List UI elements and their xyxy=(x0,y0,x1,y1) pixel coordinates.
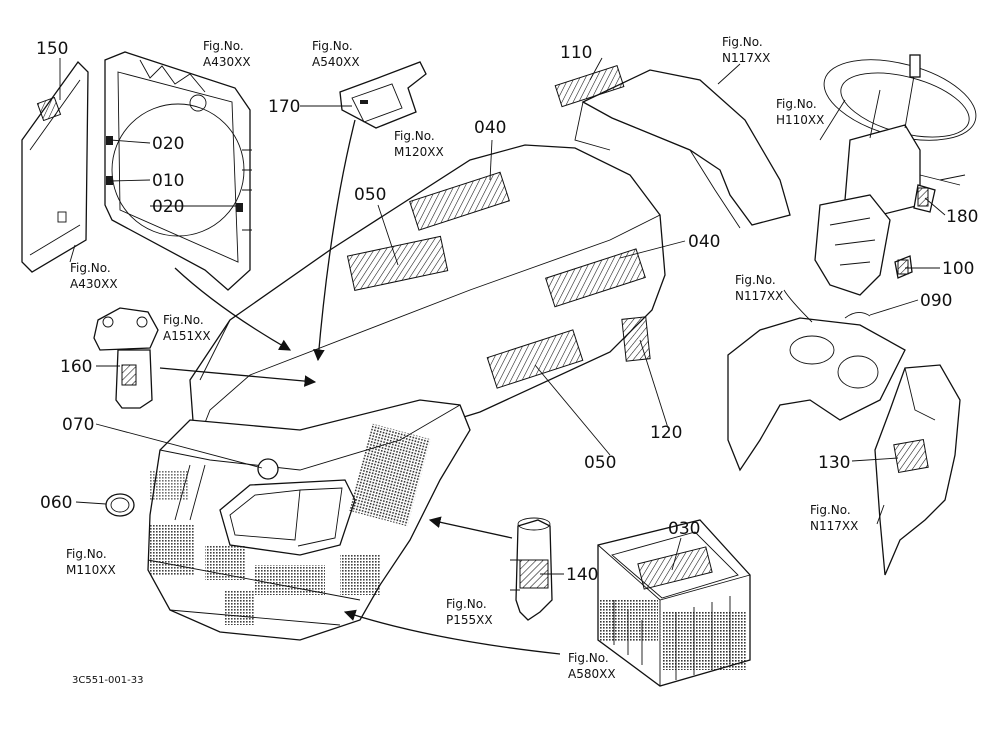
steering-column xyxy=(814,54,977,296)
svg-text:Fig.No.: Fig.No. xyxy=(722,35,763,49)
upper-side-cover xyxy=(554,65,791,229)
svg-text:N117XX: N117XX xyxy=(810,519,858,533)
callout-120: 120 xyxy=(650,423,682,443)
svg-text:M110XX: M110XX xyxy=(66,563,116,577)
figref-m110: Fig.No. M110XX xyxy=(66,547,116,577)
callout-140: 140 xyxy=(566,565,598,585)
svg-text:Fig.No.: Fig.No. xyxy=(568,651,609,665)
figref-a430-left: Fig.No. A430XX xyxy=(70,261,118,291)
callout-040-lower: 040 xyxy=(688,232,720,252)
svg-text:Fig.No.: Fig.No. xyxy=(735,273,776,287)
svg-text:Fig.No.: Fig.No. xyxy=(66,547,107,561)
callout-030: 030 xyxy=(668,519,700,539)
figref-m120: Fig.No. M120XX xyxy=(394,129,444,159)
svg-text:Fig.No.: Fig.No. xyxy=(394,129,435,143)
figref-h110: Fig.No. H110XX xyxy=(776,97,824,127)
callout-010: 010 xyxy=(152,171,184,191)
figref-n117-bottom: Fig.No. N117XX xyxy=(810,503,858,533)
figref-n117-mid: Fig.No. N117XX xyxy=(735,273,783,303)
svg-text:N117XX: N117XX xyxy=(722,51,770,65)
figref-p155: Fig.No. P155XX xyxy=(446,597,493,627)
battery-bracket xyxy=(339,61,427,129)
svg-text:Fig.No.: Fig.No. xyxy=(312,39,353,53)
callout-180: 180 xyxy=(946,207,978,227)
svg-text:Fig.No.: Fig.No. xyxy=(776,97,817,111)
svg-text:N117XX: N117XX xyxy=(735,289,783,303)
dash-panel xyxy=(727,312,906,472)
callout-020-upper: 020 xyxy=(152,134,184,154)
callout-050-lower: 050 xyxy=(584,453,616,473)
svg-text:Fig.No.: Fig.No. xyxy=(203,39,244,53)
svg-text:Fig.No.: Fig.No. xyxy=(810,503,851,517)
fuel-filter xyxy=(93,307,159,409)
callout-020-lower: 020 xyxy=(152,197,184,217)
svg-text:A430XX: A430XX xyxy=(203,55,251,69)
callout-040-upper: 040 xyxy=(474,118,506,138)
svg-text:Fig.No.: Fig.No. xyxy=(163,313,204,327)
battery xyxy=(597,519,751,687)
radiator-side-panel xyxy=(21,60,89,273)
figref-a540: Fig.No. A540XX xyxy=(312,39,360,69)
callout-100: 100 xyxy=(942,259,974,279)
callout-110: 110 xyxy=(560,43,592,63)
radiator-frame xyxy=(104,51,252,291)
cylinder-part xyxy=(510,517,553,621)
callout-160: 160 xyxy=(60,357,92,377)
drawing-code: 3C551-001-33 xyxy=(72,675,143,686)
callout-060: 060 xyxy=(40,493,72,513)
callout-070: 070 xyxy=(62,415,94,435)
svg-text:A580XX: A580XX xyxy=(568,667,616,681)
callout-labels: 150 020 010 020 170 110 040 050 040 180 … xyxy=(36,39,978,585)
svg-text:H110XX: H110XX xyxy=(776,113,824,127)
svg-text:A430XX: A430XX xyxy=(70,277,118,291)
callout-050-upper: 050 xyxy=(354,185,386,205)
figref-a580: Fig.No. A580XX xyxy=(568,651,616,681)
svg-text:A540XX: A540XX xyxy=(312,55,360,69)
leader-lines xyxy=(59,57,946,575)
figref-a151: Fig.No. A151XX xyxy=(163,313,211,343)
svg-text:Fig.No.: Fig.No. xyxy=(446,597,487,611)
svg-text:M120XX: M120XX xyxy=(394,145,444,159)
figure-references: Fig.No. A430XX Fig.No. A540XX Fig.No. N1… xyxy=(66,35,858,681)
callout-170: 170 xyxy=(268,97,300,117)
svg-text:Fig.No.: Fig.No. xyxy=(70,261,111,275)
figref-n117-top: Fig.No. N117XX xyxy=(722,35,770,65)
figref-a430-top: Fig.No. A430XX xyxy=(203,39,251,69)
hole-plug xyxy=(105,493,135,517)
callout-150: 150 xyxy=(36,39,68,59)
callout-090: 090 xyxy=(920,291,952,311)
callout-130: 130 xyxy=(818,453,850,473)
assembly-arrows xyxy=(69,63,885,655)
svg-text:A151XX: A151XX xyxy=(163,329,211,343)
lower-side-panel xyxy=(874,364,961,576)
front-grille-body xyxy=(147,399,471,641)
svg-text:P155XX: P155XX xyxy=(446,613,493,627)
